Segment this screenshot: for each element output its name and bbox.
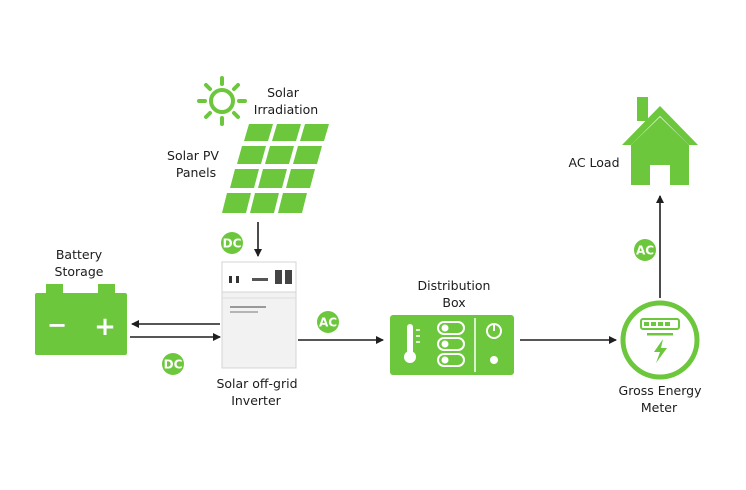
- distribution-box-icon: [390, 315, 514, 375]
- dc-badge-bottom: DC: [162, 353, 184, 375]
- battery-storage-label-line1: Battery: [56, 247, 103, 262]
- energy-meter-icon: [620, 300, 700, 380]
- distribution-box-label-line2: Box: [442, 295, 465, 310]
- dc-badge-top: DC: [221, 232, 243, 254]
- sun-icon: [197, 76, 247, 126]
- battery-minus-sign: −: [47, 311, 67, 339]
- inverter-icon: [221, 261, 297, 369]
- battery-icon: − +: [35, 284, 127, 355]
- ac-load-label: AC Load: [568, 155, 619, 170]
- svg-text:DC: DC: [223, 237, 242, 251]
- gross-energy-meter-label-line1: Gross Energy: [619, 383, 703, 398]
- inverter-label-line2: Inverter: [231, 393, 281, 408]
- ac-badge-right: AC: [634, 239, 656, 261]
- solar-irradiation-label-line1: Solar: [267, 85, 300, 100]
- ac-badge-middle: AC: [317, 311, 339, 333]
- gross-energy-meter-label-line2: Meter: [641, 400, 678, 415]
- solar-pv-panels-label-line1: Solar PV: [167, 148, 219, 163]
- battery-plus-sign: +: [94, 312, 116, 342]
- inverter-label-line1: Solar off-grid: [216, 376, 297, 391]
- svg-text:DC: DC: [164, 358, 183, 372]
- battery-storage-label-line2: Storage: [55, 264, 104, 279]
- svg-text:AC: AC: [319, 316, 337, 330]
- svg-text:AC: AC: [636, 244, 654, 258]
- solar-irradiation-label-line2: Irradiation: [254, 102, 318, 117]
- distribution-box-label-line1: Distribution: [418, 278, 491, 293]
- house-icon: [622, 97, 698, 185]
- solar-panel-icon: [222, 124, 329, 213]
- solar-pv-panels-label-line2: Panels: [176, 165, 216, 180]
